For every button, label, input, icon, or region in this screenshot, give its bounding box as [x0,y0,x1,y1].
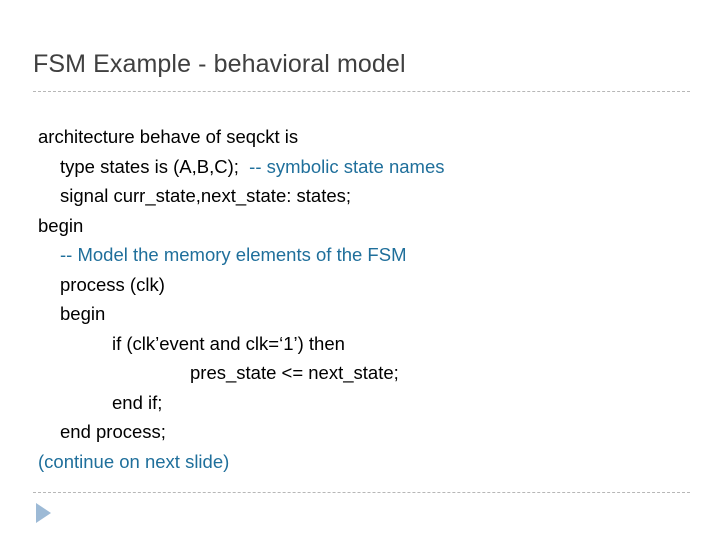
code-line: -- Model the memory elements of the FSM [0,240,720,270]
code-text: pres_state <= next_state; [190,362,399,383]
code-text: end process; [60,421,166,442]
play-triangle-icon[interactable] [36,503,51,523]
code-line: pres_state <= next_state; [0,358,720,388]
code-block: architecture behave of seqckt is type sta… [0,122,720,476]
code-text: architecture behave of seqckt is [38,126,299,147]
code-text: if (clk’event and clk=‘1’) then [112,332,345,354]
code-comment: (continue on next slide) [38,450,230,472]
code-line: end process; [0,417,720,447]
title-separator-rule [33,91,690,92]
code-line: begin [0,299,720,329]
code-line: (continue on next slide) [0,447,720,477]
code-line: if (clk’event and clk=‘1’) then [0,329,720,359]
code-text: begin [38,214,84,236]
code-text: signal curr_state,next_state: states; [60,185,352,206]
code-comment: -- symbolic state names [249,155,445,177]
code-line: begin [0,211,720,241]
code-line: process (clk) [0,270,720,300]
code-line: signal curr_state,next_state: states; [0,181,720,211]
code-text: end if; [112,391,163,413]
page-title: FSM Example - behavioral model [33,50,406,78]
code-line: type states is (A,B,C); -- symbolic stat… [0,152,720,182]
code-text: type states is (A,B,C); [60,155,250,177]
code-text: begin [60,303,106,324]
code-text: process (clk) [60,273,165,295]
title-block: FSM Example - behavioral model [33,48,693,80]
code-line: architecture behave of seqckt is [0,122,720,152]
footer-separator-rule [33,492,690,493]
code-line: end if; [0,388,720,418]
code-comment: -- Model the memory elements of the FSM [60,244,407,265]
